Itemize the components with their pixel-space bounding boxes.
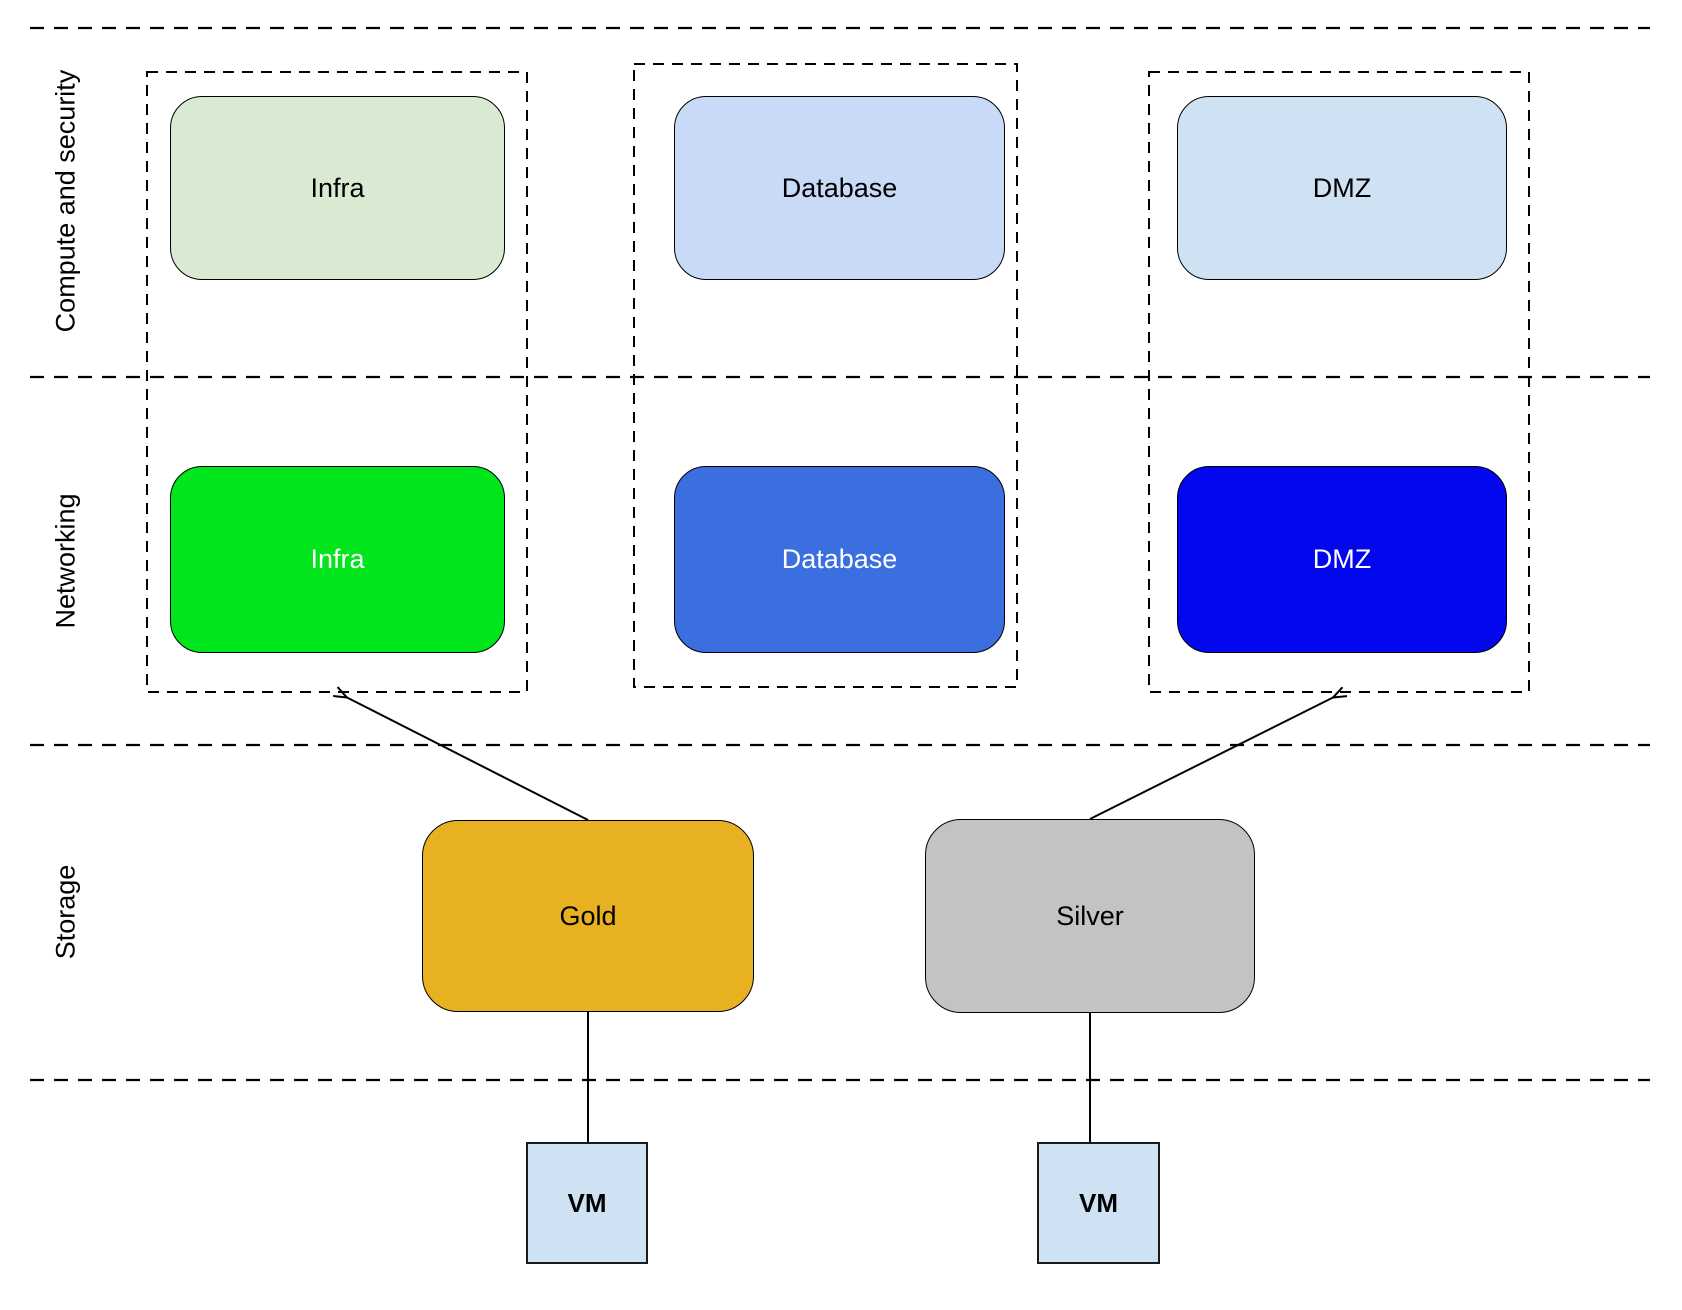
node-vm-left: VM	[526, 1142, 648, 1264]
node-infra-compute: Infra	[170, 96, 505, 280]
node-silver-storage-label: Silver	[1056, 900, 1124, 931]
lane-label-storage: Storage	[50, 864, 81, 960]
node-infra-networking-label: Infra	[310, 544, 365, 574]
lane-label-compute-and-security: Compute and security	[50, 69, 81, 333]
infra-group-box	[146, 71, 528, 693]
node-infra-networking: Infra	[170, 466, 505, 653]
lane-label-networking: Networking	[50, 493, 81, 629]
database-group-box	[633, 63, 1018, 688]
node-vm-right: VM	[1037, 1142, 1160, 1264]
node-database-networking-label: Database	[781, 544, 898, 574]
node-infra-compute-label: Infra	[310, 172, 365, 203]
node-vm-left-label: VM	[567, 1187, 607, 1218]
node-database-compute-label: Database	[781, 172, 898, 203]
node-vm-right-label: VM	[1079, 1187, 1118, 1218]
node-gold-storage: Gold	[422, 820, 754, 1012]
node-dmz-networking-label: DMZ	[1312, 544, 1372, 574]
arrow-silver-to-dmz-group	[1089, 697, 1334, 820]
node-gold-storage-label: Gold	[559, 900, 617, 931]
node-database-networking: Database	[674, 466, 1005, 653]
node-dmz-compute: DMZ	[1177, 96, 1507, 280]
node-silver-storage: Silver	[925, 819, 1255, 1013]
node-database-compute: Database	[674, 96, 1005, 280]
arrow-gold-to-infra-group	[346, 697, 589, 821]
node-dmz-compute-label: DMZ	[1312, 172, 1372, 203]
node-dmz-networking: DMZ	[1177, 466, 1507, 653]
dmz-group-box	[1148, 71, 1530, 693]
